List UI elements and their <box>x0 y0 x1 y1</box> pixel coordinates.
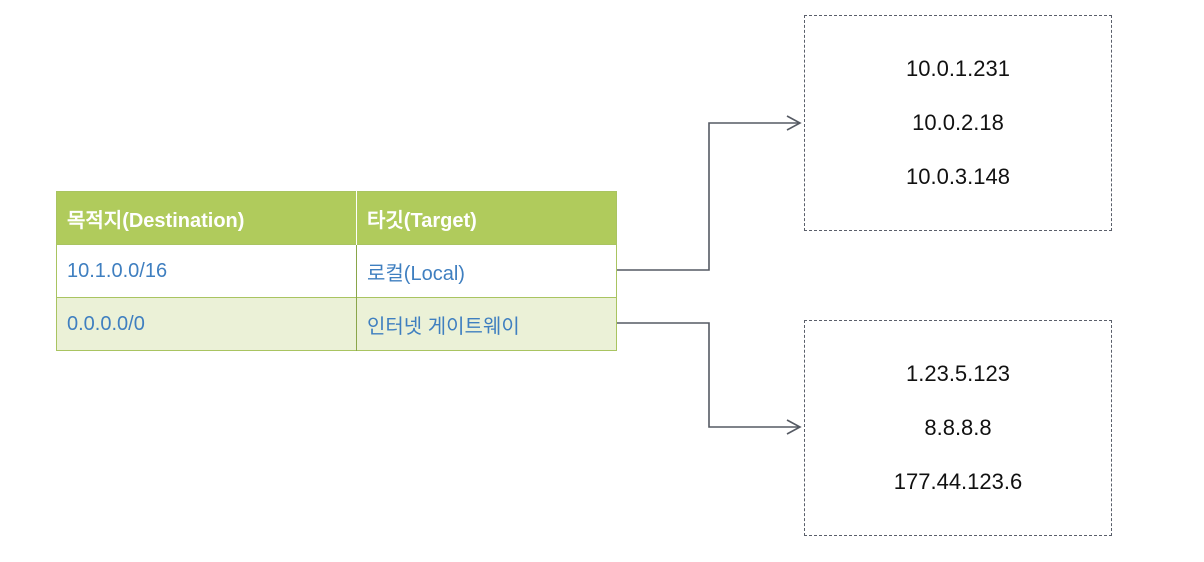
table-row: 0.0.0.0/0 인터넷 게이트웨이 <box>56 297 617 351</box>
connector-internet <box>617 322 800 428</box>
table-row: 10.1.0.0/16 로컬(Local) <box>56 244 617 298</box>
cell-destination: 0.0.0.0/0 <box>56 297 357 351</box>
local-ip-box: 10.0.1.231 10.0.2.18 10.0.3.148 <box>804 15 1112 231</box>
header-destination: 목적지(Destination) <box>56 191 357 245</box>
arrowhead-local-icon <box>786 115 802 131</box>
ip-address: 1.23.5.123 <box>906 361 1010 386</box>
connector-local <box>617 122 800 271</box>
ip-address: 10.0.3.148 <box>906 164 1010 189</box>
ip-address: 8.8.8.8 <box>924 415 992 440</box>
internet-ip-box: 1.23.5.123 8.8.8.8 177.44.123.6 <box>804 320 1112 536</box>
route-table: 목적지(Destination) 타깃(Target) 10.1.0.0/16 … <box>56 191 617 351</box>
cell-destination: 10.1.0.0/16 <box>56 244 357 298</box>
ip-address: 10.0.1.231 <box>906 56 1010 81</box>
route-table-header-row: 목적지(Destination) 타깃(Target) <box>56 191 617 245</box>
header-target: 타깃(Target) <box>356 191 617 245</box>
cell-target: 인터넷 게이트웨이 <box>356 297 617 351</box>
cell-target: 로컬(Local) <box>356 244 617 298</box>
ip-address: 177.44.123.6 <box>893 469 1023 494</box>
ip-address: 10.0.2.18 <box>912 110 1004 135</box>
arrowhead-internet-icon <box>786 419 802 435</box>
